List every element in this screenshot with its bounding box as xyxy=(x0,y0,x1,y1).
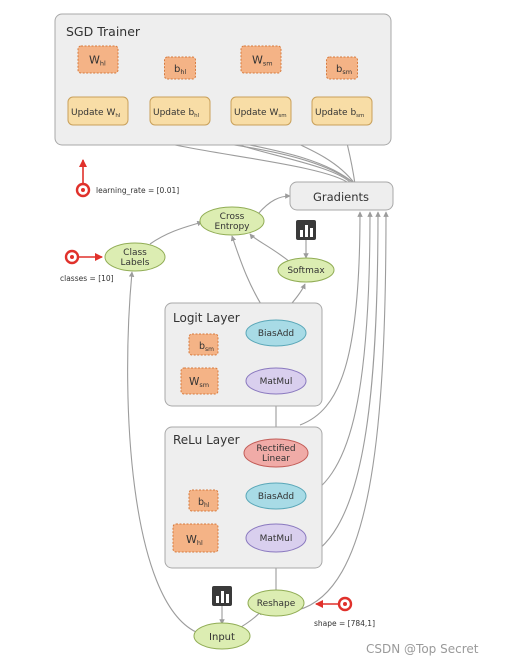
learning-rate-label: learning_rate = [0.01] xyxy=(96,186,179,195)
sgd-update-1[interactable]: Update bhl xyxy=(149,96,211,126)
class-labels-line2: Labels xyxy=(121,258,150,268)
sgd-update-label-0: Update Whl xyxy=(71,108,121,119)
reshape-node[interactable]: Reshape xyxy=(247,589,305,617)
edge-grad-line-4 xyxy=(297,211,389,611)
sgd-param-3[interactable]: bsm xyxy=(326,56,358,80)
sgd-param-label-0: Whl xyxy=(89,54,106,68)
cross-entropy-line1: Cross xyxy=(220,212,245,222)
sgd-update-2[interactable]: Update Wsm xyxy=(230,96,292,126)
class-labels-line1: Class xyxy=(123,248,147,258)
sgd-update-label-3: Update bsm xyxy=(315,108,364,119)
classes-marker: classes = [10] xyxy=(60,249,114,283)
relu-biasadd-label: BiasAdd xyxy=(258,492,294,502)
shape-label: shape = [784,1] xyxy=(314,619,375,628)
cross-entropy-node[interactable]: Cross Entropy xyxy=(199,206,265,236)
logit-biasadd-node[interactable]: BiasAdd xyxy=(245,319,307,347)
watermark: CSDN @Top Secret xyxy=(366,642,479,656)
sgd-param-label-3: bsm xyxy=(336,64,352,76)
gradients-label: Gradients xyxy=(313,190,369,204)
relu-bias-param[interactable]: bhl xyxy=(188,489,219,512)
logit-weight-param-label: Wsm xyxy=(189,376,209,389)
sgd-update-label-2: Update Wsm xyxy=(234,108,287,119)
learning-rate-marker: learning_rate = [0.01] xyxy=(75,159,179,198)
shape-marker: shape = [784,1] xyxy=(314,596,375,628)
class-labels-node[interactable]: Class Labels xyxy=(104,242,166,272)
edge-softmax-xent xyxy=(249,233,291,263)
logit-matmul-label: MatMul xyxy=(260,377,293,387)
sgd-param-0[interactable]: Whl xyxy=(77,45,119,74)
sgd-update-3[interactable]: Update bsm xyxy=(311,96,373,126)
relu-weight-param-label: Whl xyxy=(186,533,203,547)
logit-matmul-node[interactable]: MatMul xyxy=(245,367,307,395)
sgd-param-label-2: Wsm xyxy=(252,54,273,68)
logit-weight-param[interactable]: Wsm xyxy=(180,367,219,395)
relu-weight-param[interactable]: Whl xyxy=(172,523,219,553)
cross-entropy-line2: Entropy xyxy=(215,222,251,232)
sgd-trainer-panel: SGD Trainer xyxy=(54,13,392,146)
relu-layer-title: ReLu Layer xyxy=(173,433,240,447)
edge-grad-line-1 xyxy=(299,211,363,426)
input-label: Input xyxy=(209,632,235,643)
gradients-node[interactable]: Gradients xyxy=(289,181,394,211)
sgd-param-2[interactable]: Wsm xyxy=(240,45,282,74)
softmax-node[interactable]: Softmax xyxy=(277,257,335,283)
chart-summary-icon[interactable] xyxy=(296,220,316,240)
sgd-update-0[interactable]: Update Whl xyxy=(67,96,129,126)
sgd-param-1[interactable]: bhl xyxy=(164,56,196,80)
relu-bias-param-label: bhl xyxy=(198,497,210,509)
edge-labels-xent xyxy=(149,220,203,245)
reshape-label: Reshape xyxy=(257,599,296,609)
relu-matmul-label: MatMul xyxy=(260,534,293,544)
softmax-label: Softmax xyxy=(287,266,325,276)
logit-layer-title: Logit Layer xyxy=(173,311,240,325)
relu-biasadd-node[interactable]: BiasAdd xyxy=(245,482,307,510)
input-node[interactable]: Input xyxy=(193,622,251,650)
logit-bias-param-label: bsm xyxy=(199,341,214,353)
sgd-update-label-1: Update bhl xyxy=(153,108,200,119)
sgd-trainer-title: SGD Trainer xyxy=(66,24,141,39)
edge-xent-grad xyxy=(257,193,291,215)
classes-label: classes = [10] xyxy=(60,274,114,283)
rectified-line2: Linear xyxy=(262,454,290,464)
relu-matmul-node[interactable]: MatMul xyxy=(245,523,307,553)
edge-input-labels xyxy=(127,271,197,633)
logit-biasadd-label: BiasAdd xyxy=(258,329,294,339)
logit-bias-param[interactable]: bsm xyxy=(188,333,219,356)
rectified-linear-node[interactable]: Rectified Linear xyxy=(243,438,309,468)
rectified-line1: Rectified xyxy=(256,444,295,454)
sgd-param-label-1: bhl xyxy=(174,64,186,76)
input-summary-icon[interactable] xyxy=(212,586,232,606)
